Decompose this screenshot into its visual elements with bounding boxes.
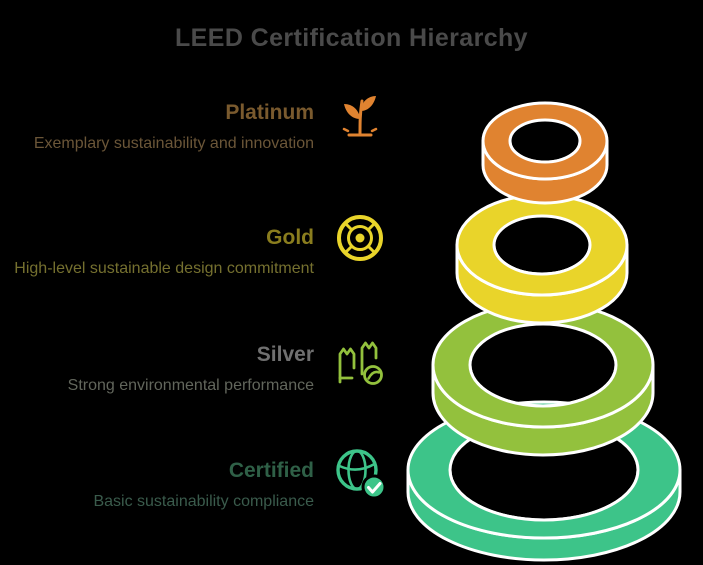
ring-platinum — [481, 101, 609, 205]
tier-row-silver: Silver Strong environmental performance — [0, 330, 388, 396]
tier-label-gold: Gold — [266, 226, 314, 249]
tier-label-certified: Certified — [228, 459, 314, 482]
ring-platinum-side — [481, 139, 609, 205]
tier-label-silver: Silver — [256, 343, 314, 366]
ring-gold-inner-wall — [494, 243, 590, 274]
ring-gold — [455, 193, 629, 325]
tier-text-certified: Certified Basic sustainability complianc… — [93, 458, 314, 512]
ring-certified-top — [406, 400, 682, 540]
ring-silver-inner-wall — [470, 363, 616, 406]
plant-icon — [342, 96, 378, 137]
ring-silver-side — [431, 363, 655, 457]
diagram-title: LEED Certification Hierarchy — [175, 24, 528, 52]
ring-platinum-inner-wall — [510, 139, 580, 162]
ring-silver — [431, 301, 655, 457]
tier-text-silver: Silver Strong environmental performance — [68, 342, 314, 396]
globe-check-icon — [336, 449, 387, 500]
tier-row-certified: Certified Basic sustainability complianc… — [0, 445, 388, 512]
ring-certified-inner-wall — [450, 468, 638, 520]
ring-gold-top — [455, 193, 629, 297]
tier-label-platinum: Platinum — [225, 101, 314, 124]
ring-certified — [406, 400, 682, 562]
tier-desc-silver: Strong environmental performance — [67, 377, 314, 394]
ring-gold-side — [455, 243, 629, 325]
tier-desc-platinum: Exemplary sustainability and innovation — [33, 135, 314, 152]
ring-platinum-top — [481, 101, 609, 181]
ring-silver-top — [431, 301, 655, 429]
hands-holding-leaf-icon — [338, 341, 383, 385]
ring-certified-side — [406, 468, 682, 562]
tier-row-platinum: Platinum Exemplary sustainability and in… — [0, 85, 388, 154]
tier-desc-certified: Basic sustainability compliance — [93, 493, 314, 510]
target-icon — [337, 215, 383, 261]
tier-row-gold: Gold High-level sustainable design commi… — [0, 210, 388, 279]
tier-text-gold: Gold High-level sustainable design commi… — [14, 225, 314, 279]
tier-desc-gold: High-level sustainable design commitment — [14, 260, 314, 277]
tier-text-platinum: Platinum Exemplary sustainability and in… — [34, 100, 314, 154]
